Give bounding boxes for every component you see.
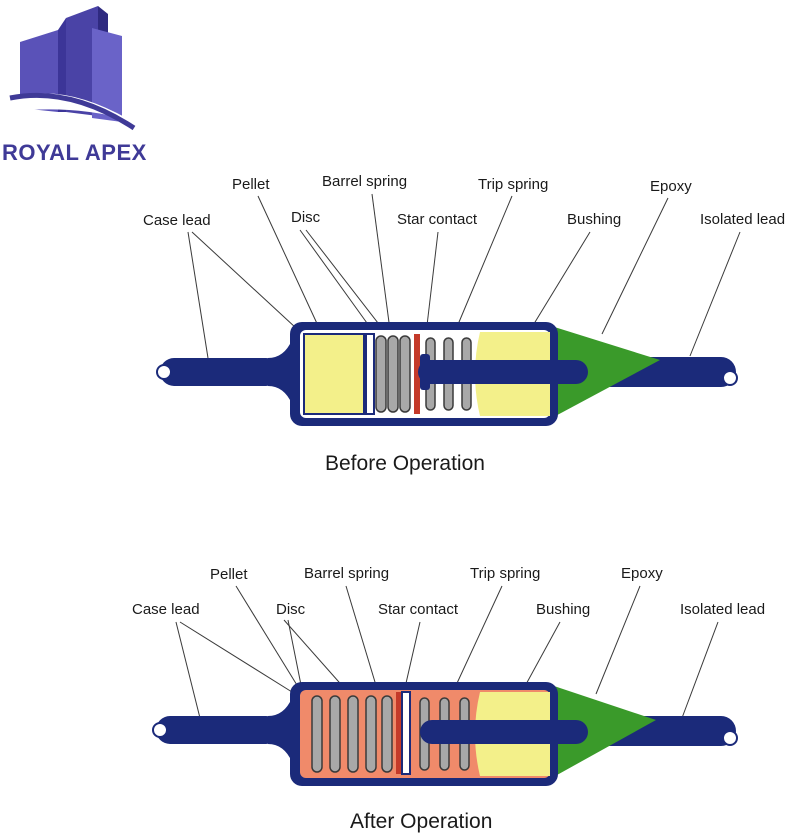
pellet — [303, 333, 365, 415]
label-star-contact: Star contact — [378, 601, 459, 618]
disc — [365, 333, 375, 415]
label-trip-spring: Trip spring — [478, 176, 548, 193]
caption-after-operation: After Operation — [350, 810, 492, 833]
barrel-spring — [375, 335, 411, 413]
case-lead-wire — [160, 358, 280, 386]
royal-apex-logo: ROYAL APEX — [2, 6, 147, 165]
epoxy — [548, 684, 656, 780]
label-disc: Disc — [276, 601, 306, 618]
barrel-spring — [311, 695, 393, 773]
star-contact — [414, 334, 420, 414]
label-barrel-spring: Barrel spring — [322, 173, 407, 190]
epoxy — [548, 325, 660, 420]
label-star-contact: Star contact — [397, 211, 478, 228]
brand-name: ROYAL APEX — [2, 140, 147, 165]
case-lead-wire — [156, 716, 280, 744]
leader-lines — [187, 193, 741, 359]
label-epoxy: Epoxy — [650, 178, 692, 195]
caption-before-operation: Before Operation — [325, 452, 485, 475]
label-pellet: Pellet — [210, 566, 248, 583]
label-case-lead: Case lead — [132, 601, 200, 618]
label-bushing: Bushing — [536, 601, 590, 618]
star-contact — [396, 692, 402, 774]
label-pellet: Pellet — [232, 176, 270, 193]
diagram-before-operation: Pellet Barrel spring Trip spring Epoxy C… — [143, 173, 785, 475]
label-epoxy: Epoxy — [621, 565, 663, 582]
buildings-icon — [8, 6, 136, 131]
thermal-cutoff-before — [156, 322, 738, 426]
label-barrel-spring: Barrel spring — [304, 565, 389, 582]
label-disc: Disc — [291, 209, 321, 226]
label-isolated-lead: Isolated lead — [700, 211, 785, 228]
label-isolated-lead: Isolated lead — [680, 601, 765, 618]
diagram-after-operation: Pellet Barrel spring Trip spring Epoxy C… — [132, 565, 765, 833]
label-case-lead: Case lead — [143, 212, 211, 229]
disc — [401, 691, 411, 775]
thermal-cutoff-after — [152, 682, 738, 786]
label-trip-spring: Trip spring — [470, 565, 540, 582]
label-bushing: Bushing — [567, 211, 621, 228]
